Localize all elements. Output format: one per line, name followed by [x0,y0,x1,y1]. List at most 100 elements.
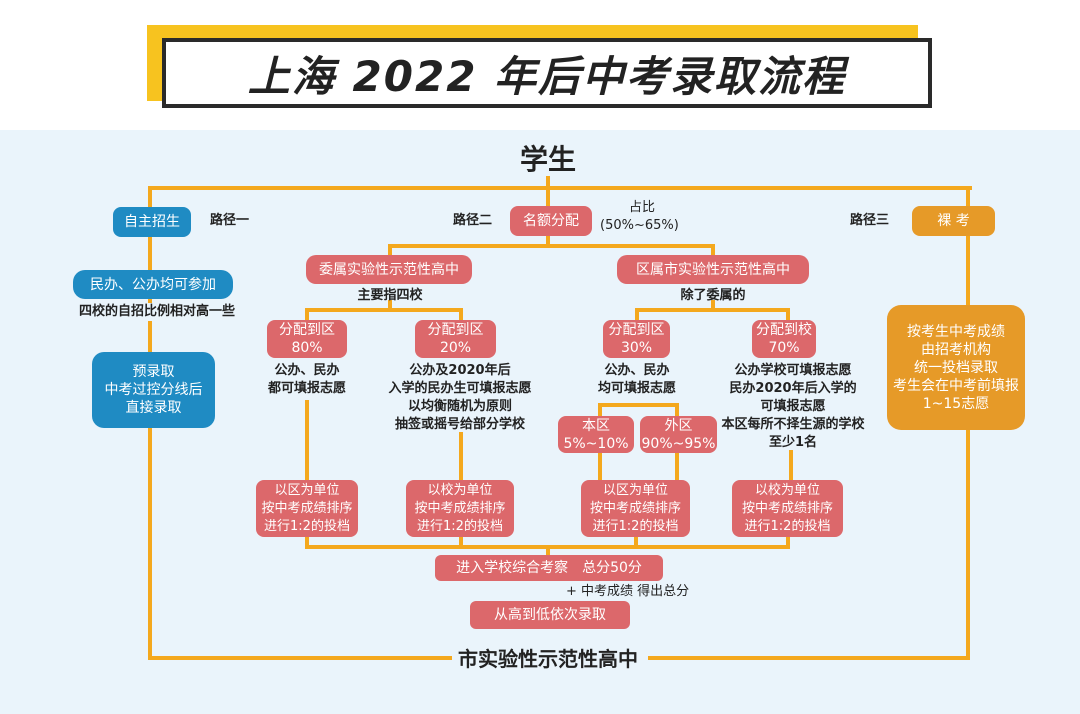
box-text: 按中考成绩排序 [589,500,681,516]
box-text: 从高到低依次录取 [494,607,606,623]
text-line: 可填报志愿 [760,399,826,414]
connector-line [786,308,790,320]
path2-ratio-label: 占比 [628,200,656,215]
path3-box: 裸 考 [912,206,995,236]
district-school-box: 区属市实验性示范性高中 [617,255,809,284]
admit-box: 从高到低依次录取 [470,601,630,629]
box-text: 名额分配 [523,213,579,229]
box-text: 70% [768,340,800,356]
box-text: 预录取 [132,364,175,380]
path1-sub: 民办、公办均可参加 [73,270,233,299]
connector-line [305,308,309,320]
committee-note: 主要指四校 [357,288,423,303]
box-text: 按中考成绩排序 [261,500,353,516]
box-text: 自主招生 [124,214,180,230]
path3-label: 路径三 [850,213,890,228]
connector-line [148,656,453,660]
committee-school-box: 委属实验性示范性高中 [306,255,472,284]
box-text: 由招考机构 [921,341,991,358]
connector-line [635,308,639,320]
box-text: 统一投档录取 [914,359,998,376]
connector-line [711,300,715,310]
box-text: 20% [439,340,472,356]
box-text: 分配到校 [756,322,812,338]
connector-line [648,656,970,660]
box-text: 90%~95% [641,435,716,452]
rank-box-30: 以区为单位按中考成绩排序进行1:2的投档 [581,480,690,537]
path2-box: 名额分配 [510,206,592,236]
connector-line [634,537,638,549]
box-text: 以区为单位 [274,482,340,498]
text-line: 民办2020年后入学的 [729,381,857,396]
connector-line [305,308,463,312]
text-line: 公办、民办 [604,363,670,378]
box-text: 进入学校综合考察 总分50分 [456,560,642,576]
box-text: 委属实验性示范性高中 [319,261,459,278]
box-text: 以区为单位 [602,482,668,498]
path2-ratio-value: (50%~65%) [600,218,679,233]
connector-line [786,537,790,549]
text-line: 抽签或摇号给部分学校 [394,417,526,432]
connector-line [459,432,463,480]
connector-line [388,244,392,256]
text-line: 入学的民办生可填报志愿 [388,381,532,396]
box-text: 5%~10% [563,435,629,452]
text-line: 本区每所不择生源的学校 [721,417,865,432]
box-text: 30% [620,340,653,356]
connector-line [305,537,309,549]
text-line: 公办学校可填报志愿 [734,363,852,378]
alloc-20-desc: 公办及2020年后入学的民办生可填报志愿以均衡随机为原则抽签或摇号给部分学校 [388,362,531,434]
connector-line [675,453,679,480]
plus-score-note: + 中考成绩 得出总分 [566,584,690,599]
connector-line [789,450,793,480]
box-text: 直接录取 [125,400,182,416]
connector-line [546,545,550,555]
root-student: 学生 [519,143,577,176]
connector-line [305,400,309,480]
connector-line [150,186,972,190]
connector-line [459,537,463,549]
alloc-30-box: 分配到区 30% [603,320,670,358]
box-text: 裸 考 [937,213,970,229]
box-text: 考生会在中考前填报 [893,377,1019,394]
connector-line [711,244,715,256]
path2-label: 路径二 [453,213,493,228]
box-text: 以校为单位 [427,482,493,498]
connector-line [388,300,392,310]
box-text: 分配到区 [427,322,484,338]
path1-box: 自主招生 [113,207,191,237]
box-text: 进行1:2的投档 [744,518,831,534]
text-line: 都可填报志愿 [267,381,347,396]
review-box: 进入学校综合考察 总分50分 [435,555,663,581]
box-text: 进行1:2的投档 [264,518,350,534]
box-text: 进行1:2的投档 [592,518,679,534]
box-text: 按考生中考成绩 [907,323,1005,340]
connector-line [675,403,679,416]
box-text: 进行1:2的投档 [417,518,503,534]
box-text: 中考过控分线后 [104,382,203,398]
box-text: 分配到区 [608,322,665,338]
connector-line [635,308,790,312]
box-text: 按中考成绩排序 [414,500,506,516]
text-line: 至少1名 [768,435,818,450]
rank-box-80: 以区为单位按中考成绩排序进行1:2的投档 [256,480,358,537]
alloc-30-desc: 公办、民办均可填报志愿 [598,362,676,398]
box-text: 1~15志愿 [922,395,990,412]
path1-label: 路径一 [210,213,250,228]
box-text: 80% [291,340,323,356]
connector-line [546,176,550,206]
bottom-target: 市实验性示范性高中 [452,646,644,672]
page-title: 上海 2022 年后中考录取流程 [162,38,932,108]
box-text: 外区 [664,417,693,434]
connector-line [598,403,678,407]
connector-line [459,308,463,320]
path1-note: 四校的自招比例相对高一些 [78,303,236,321]
connector-line [598,403,602,416]
box-text: 分配到区 [279,322,335,338]
path1-result: 预录取中考过控分线后直接录取 [92,352,215,428]
text-line: 以均衡随机为原则 [407,399,513,414]
text-line: 公办、民办 [274,363,340,378]
connector-line [388,244,715,248]
alloc-80-desc: 公办、民办都可填报志愿 [268,362,346,398]
